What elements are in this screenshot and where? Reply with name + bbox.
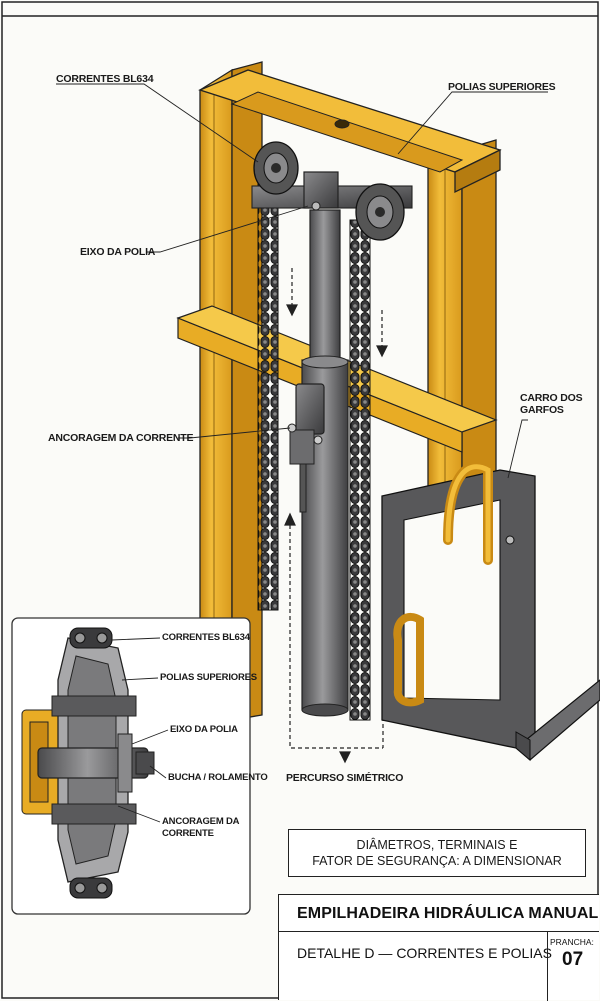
drawing-subtitle: DETALHE D — CORRENTES E POLIAS xyxy=(297,945,552,961)
note-line-1: DIÂMETROS, TERMINAIS E xyxy=(356,838,518,852)
label-chains: CORRENTES BL634 xyxy=(56,73,154,85)
detail-label-bushing: BUCHA / ROLAMENTO xyxy=(168,772,268,783)
detail-section-view xyxy=(21,627,155,899)
detail-label-upper-pulleys: POLIAS SUPERIORES xyxy=(160,672,257,683)
detail-label-chain-anchor: ANCORAGEM DA CORRENTE xyxy=(162,816,239,839)
leader-lines xyxy=(56,83,548,479)
chain-left xyxy=(257,169,279,611)
title-block: EMPILHADEIRA HIDRÁULICA MANUAL DETALHE D… xyxy=(278,894,599,1001)
motion-arrows xyxy=(284,268,388,764)
note-line-2: FATOR DE SEGURANÇA: A DIMENSIONAR xyxy=(312,854,562,868)
label-upper-pulleys: POLIAS SUPERIORES xyxy=(448,81,556,93)
label-symmetric-path: PERCURSO SIMÉTRICO xyxy=(286,772,404,784)
upper-pulleys xyxy=(251,141,413,241)
chain-anchor xyxy=(287,383,325,513)
label-chain-anchor: ANCORAGEM DA CORRENTE xyxy=(48,432,194,444)
detail-leader-lines xyxy=(111,637,169,823)
sheet-number: 07 xyxy=(562,949,584,970)
fork-carriage xyxy=(381,461,600,762)
detail-label-chains: CORRENTES BL634 xyxy=(162,632,250,643)
top-crossbeam xyxy=(198,69,502,194)
label-pulley-axle: EIXO DA POLIA xyxy=(80,246,156,258)
chain-right xyxy=(349,219,371,721)
label-fork-carriage: CARRO DOS GARFOS xyxy=(520,392,583,416)
dimension-note: DIÂMETROS, TERMINAIS E FATOR DE SEGURANÇ… xyxy=(288,829,586,877)
sheet-label: PRANCHA: xyxy=(550,937,594,947)
drawing-title: EMPILHADEIRA HIDRÁULICA MANUAL xyxy=(297,905,599,922)
mast-left-upright xyxy=(199,61,263,731)
detail-label-pulley-axle: EIXO DA POLIA xyxy=(170,724,238,735)
